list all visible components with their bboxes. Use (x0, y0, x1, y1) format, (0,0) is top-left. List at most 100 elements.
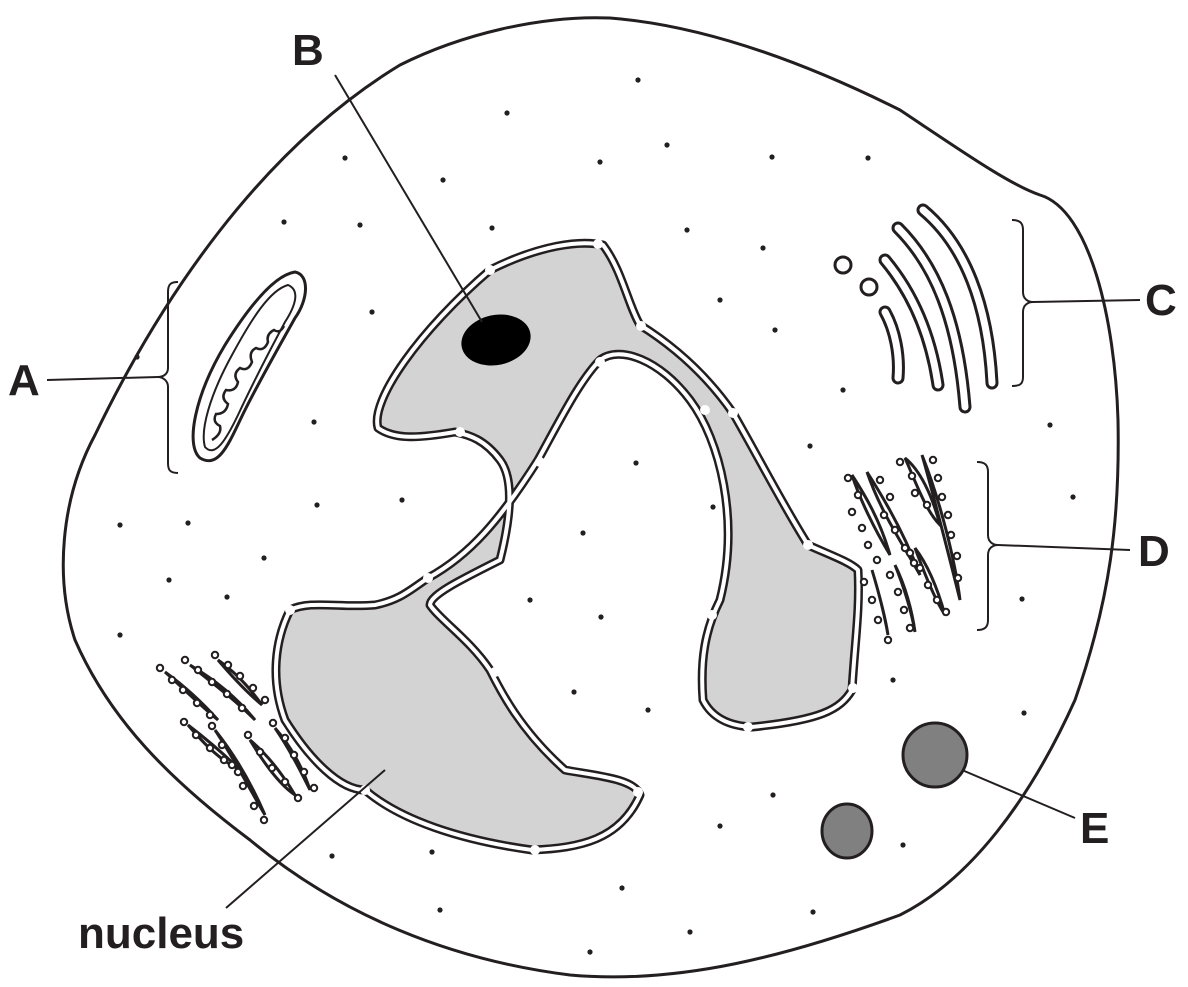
ribosome (269, 765, 275, 771)
cytoplasm-dot (489, 225, 494, 230)
ribosome (924, 502, 930, 508)
cytoplasm-dot (571, 689, 576, 694)
cytoplasm-dot (527, 597, 532, 602)
cytoplasm-dot (598, 614, 603, 619)
label-nucleus: nucleus (78, 909, 244, 958)
ribosome (195, 667, 201, 673)
label-b: B (292, 26, 324, 75)
cytoplasm-dot (772, 327, 777, 332)
ribosome (955, 575, 961, 581)
ribosome (939, 494, 945, 500)
ribosome (282, 779, 288, 785)
cytoplasm-dot (597, 159, 602, 164)
ribosome (207, 745, 213, 751)
cytoplasm-dot (900, 842, 905, 847)
label-c: C (1145, 276, 1177, 325)
cytoplasm-dot (224, 594, 229, 599)
ribosome (885, 637, 891, 643)
ribosome (295, 795, 301, 801)
ribosome (907, 550, 913, 556)
label-e: E (1080, 804, 1109, 853)
ribosome (875, 617, 881, 623)
cytoplasm-dot (429, 849, 434, 854)
ribosome (912, 490, 918, 496)
cytoplasm-dot (1021, 710, 1026, 715)
label-a: A (8, 356, 40, 405)
ribosome (925, 582, 931, 588)
ribosome (240, 783, 246, 789)
cytoplasm-dot (261, 555, 266, 560)
cytoplasm-dot (369, 309, 374, 314)
ribosome (887, 494, 893, 500)
cytoplasm-dot (399, 497, 404, 502)
ribosome (282, 735, 288, 741)
cytoplasm-dot (810, 909, 815, 914)
cytoplasm-dot (635, 77, 640, 82)
cytoplasm-dot (770, 792, 775, 797)
ribosome (943, 609, 949, 615)
cytoplasm-dot (314, 502, 319, 507)
ribosome (261, 817, 267, 823)
ribosome (887, 572, 893, 578)
cytoplasm-dot (769, 154, 774, 159)
cytoplasm-dot (504, 110, 509, 115)
ribosome (895, 589, 901, 595)
ribosome (212, 652, 218, 658)
cytoplasm-dot (1070, 494, 1075, 499)
ribosome (954, 553, 960, 559)
ribosome (180, 687, 186, 693)
cytoplasm-dot (134, 354, 139, 359)
ribosome (897, 459, 903, 465)
ribosome (194, 700, 200, 706)
ribosome (257, 749, 263, 755)
ribosome (209, 723, 215, 729)
ribosome (301, 769, 307, 775)
ribosome (930, 457, 936, 463)
vesicle-small (822, 804, 872, 858)
ribosome (845, 475, 851, 481)
ribosome (865, 542, 871, 548)
ribosome (237, 673, 243, 679)
cytoplasm-dot (587, 949, 592, 954)
cytoplasm-dot (329, 853, 334, 858)
cytoplasm-dot (619, 885, 624, 890)
cytoplasm-dot (807, 443, 812, 448)
cytoplasm-dot (185, 520, 190, 525)
ribosome (262, 697, 268, 703)
ribosome (250, 685, 256, 691)
ribosome (251, 803, 257, 809)
ribosome (181, 719, 187, 725)
ribosome (907, 625, 913, 631)
cytoplasm-dot (633, 460, 638, 465)
cytoplasm-dot (664, 142, 669, 147)
ribosome (917, 565, 923, 571)
cytoplasm-dot (580, 530, 585, 535)
ribosome (874, 557, 880, 563)
cytoplasm-dot (865, 155, 870, 160)
cytoplasm-dot (311, 419, 316, 424)
ribosome (157, 665, 163, 671)
cytoplasm-dot (1047, 422, 1052, 427)
cytoplasm-dot (840, 387, 845, 392)
ribosome (182, 657, 188, 663)
ribosome (207, 712, 213, 718)
cytoplasm-dot (687, 929, 692, 934)
cytoplasm-dot (684, 227, 689, 232)
ribosome (901, 607, 907, 613)
ribosome (209, 679, 215, 685)
cytoplasm-dot (117, 522, 122, 527)
ribosome (169, 677, 175, 683)
ribosome (948, 532, 954, 538)
ribosome (229, 762, 235, 768)
ribosome (245, 732, 251, 738)
ribosome (311, 785, 317, 791)
ribosome (881, 512, 887, 518)
ribosome (935, 475, 941, 481)
ribosome (849, 509, 855, 515)
cytoplasm-dot (890, 677, 895, 682)
cytoplasm-dot (440, 177, 445, 182)
ribosome (193, 732, 199, 738)
cytoplasm-dot (281, 219, 286, 224)
ribosome (224, 691, 230, 697)
